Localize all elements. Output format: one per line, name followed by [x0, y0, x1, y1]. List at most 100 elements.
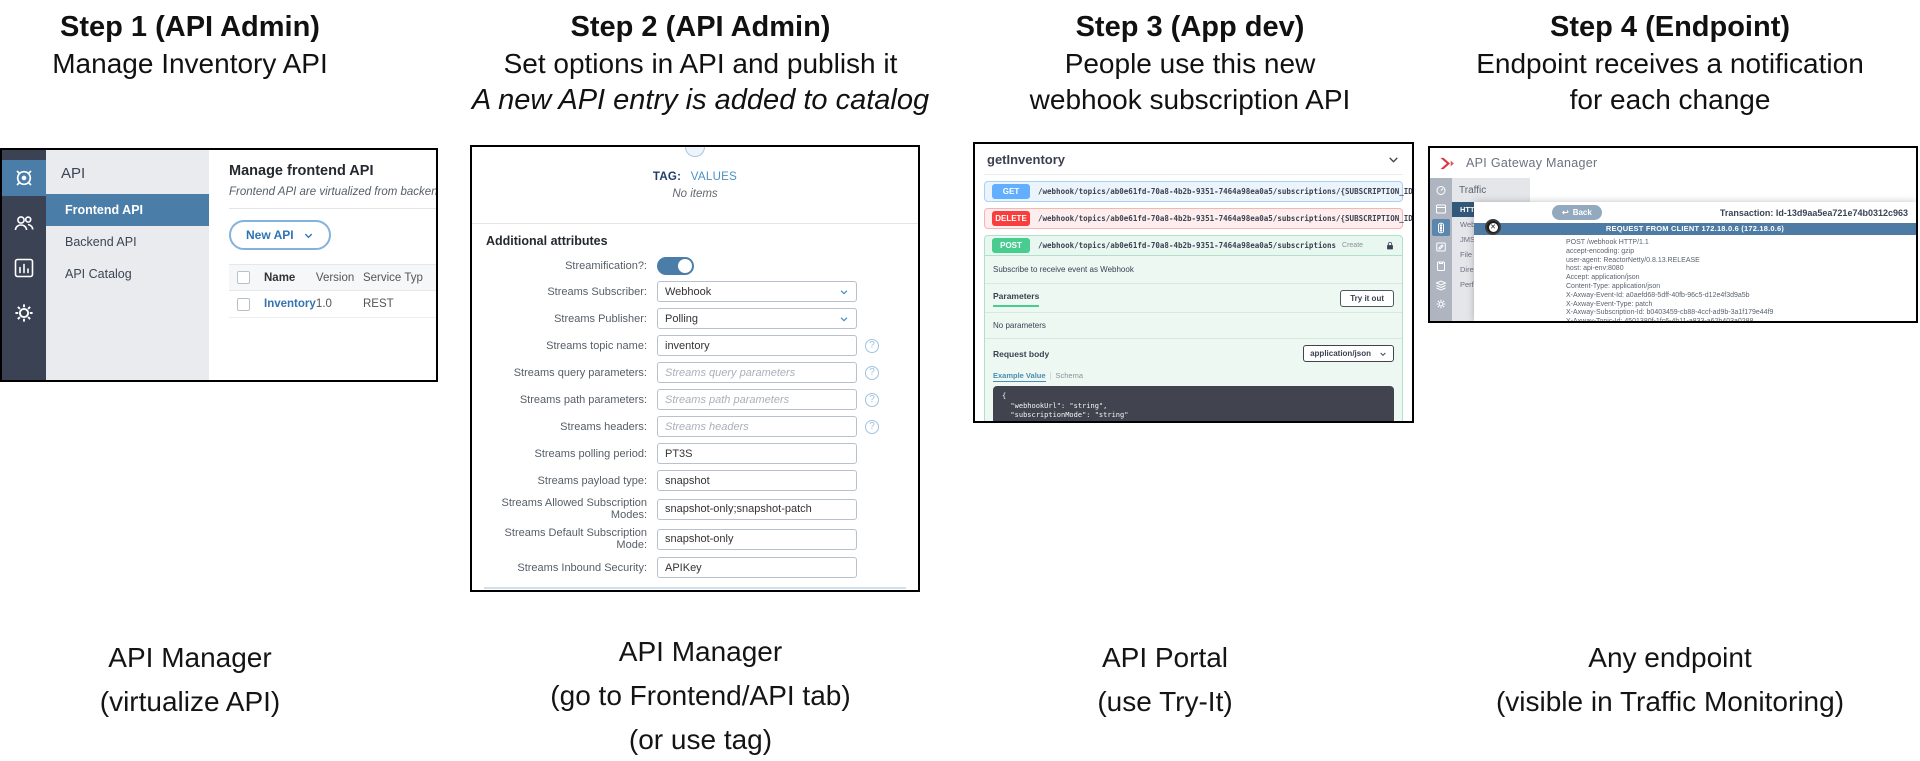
post-expanded-panel: Subscribe to receive event as Webhook Pa… — [984, 256, 1403, 421]
step1-heading: Step 1 (API Admin) Manage Inventory API — [15, 8, 365, 82]
streams-inbound-security-input[interactable] — [657, 557, 857, 578]
post-method-badge[interactable]: POST — [992, 238, 1030, 253]
streams-path-parameters-input[interactable] — [657, 389, 857, 410]
gear-icon[interactable] — [1432, 295, 1450, 312]
field-label: Streams payload type: — [537, 474, 647, 487]
help-icon[interactable]: ? — [865, 338, 879, 353]
endpoint-description: Subscribe to receive event as Webhook — [993, 265, 1134, 274]
new-api-button-label: New API — [246, 228, 294, 242]
popup-toolbar: ↩ Back Transaction: Id-13d9aa5ea721e74b0… — [1474, 202, 1916, 223]
example-tabs: Example Value|Schema — [985, 368, 1402, 382]
bottom-divider — [484, 587, 906, 589]
form-row-streamification: Streamification?: — [472, 257, 918, 275]
inventory-link[interactable]: Inventory — [264, 298, 316, 310]
edit-note-icon[interactable] — [1432, 238, 1450, 255]
col-service-type: Service Typ — [362, 271, 423, 284]
panel-item-jms[interactable]: JMS — [1460, 235, 1475, 244]
bar-chart-icon[interactable] — [2, 250, 46, 286]
row-version: 1.0 — [315, 298, 332, 310]
menu-item-api-catalog[interactable]: API Catalog — [65, 267, 132, 281]
dashboard-gauge-icon[interactable] — [1432, 181, 1450, 198]
streams-query-parameters-input[interactable] — [657, 362, 857, 383]
additional-attributes-title: Additional attributes — [486, 234, 608, 248]
panel-item-web[interactable]: Web — [1460, 220, 1476, 229]
tag-values-label[interactable]: VALUES — [690, 171, 738, 183]
schema-tab[interactable]: Schema — [1055, 371, 1083, 380]
cursor-cross: ✕ — [1488, 222, 1498, 232]
endpoint-delete[interactable]: DELETE /webhook/topics/ab0e61fd-70a8-4b2… — [984, 208, 1412, 229]
endpoint-post[interactable]: POST /webhook/topics/ab0e61fd-70a8-4b2b-… — [984, 235, 1403, 256]
field-label: Streams polling period: — [534, 447, 647, 460]
try-it-out-button[interactable]: Try it out — [1340, 289, 1394, 307]
lock-icon[interactable] — [1385, 241, 1395, 251]
chevron-down-icon — [840, 316, 848, 322]
back-button-label: Back — [1572, 208, 1592, 217]
api-options-screenshot: TAG: VALUES No items Additional attribut… — [470, 145, 920, 592]
field-label: Streams Publisher: — [554, 312, 647, 325]
content-type-select[interactable]: application/json — [1303, 345, 1394, 362]
chevron-down-icon — [1380, 352, 1386, 356]
example-value-tab[interactable]: Example Value — [993, 371, 1046, 382]
manager-side-menu: API Frontend API Backend API API Catalog — [46, 150, 209, 380]
form-row-allowed-modes: Streams Allowed Subscription Modes: — [472, 497, 918, 521]
select-all-checkbox[interactable] — [237, 271, 250, 284]
form-row-headers: Streams headers: ? — [472, 416, 918, 437]
http-line: accept-encoding: gzip — [1566, 247, 1635, 255]
streams-headers-input[interactable] — [657, 416, 857, 437]
window-icon[interactable] — [1432, 200, 1450, 217]
operation-header[interactable]: getInventory — [984, 148, 1403, 175]
traffic-light-icon[interactable] — [1432, 219, 1450, 236]
streams-payload-type-input[interactable] — [657, 470, 857, 491]
tab-separator: | — [1049, 371, 1052, 380]
streams-topic-name-input[interactable] — [657, 335, 857, 356]
step4-caption: Any endpoint (visible in Traffic Monitor… — [1425, 636, 1915, 724]
panel-item-directory[interactable]: Dire — [1460, 265, 1474, 274]
step2-heading: Step 2 (API Admin) Set options in API an… — [448, 8, 953, 119]
step2-note: A new API entry is added to catalog — [471, 84, 930, 116]
collapsed-avatar-bump — [685, 147, 705, 157]
target-icon[interactable] — [2, 160, 46, 196]
help-icon[interactable]: ? — [865, 365, 879, 380]
menu-item-frontend-api[interactable]: Frontend API — [46, 194, 209, 226]
delete-method-badge[interactable]: DELETE — [992, 211, 1030, 226]
form-row-publisher: Streams Publisher: Polling — [472, 308, 918, 329]
http-line: X-Axway-Subscription-Id: b0403459-cb88-4… — [1566, 309, 1774, 317]
new-api-button[interactable]: New API — [229, 220, 331, 250]
streamification-toggle[interactable] — [657, 257, 694, 275]
divider — [472, 223, 918, 224]
streams-polling-period-input[interactable] — [657, 443, 857, 464]
streams-publisher-select[interactable]: Polling — [657, 308, 857, 329]
menu-item-backend-api[interactable]: Backend API — [65, 235, 137, 249]
content-type-value: application/json — [1310, 349, 1371, 358]
step4-subtitle-line2: for each change — [1569, 84, 1771, 115]
field-label: Streams Allowed Subscription Modes: — [501, 497, 647, 521]
table-row: Inventory 1.0 REST — [229, 291, 436, 318]
clipboard-icon[interactable] — [1432, 257, 1450, 274]
help-icon[interactable]: ? — [865, 419, 879, 434]
back-button[interactable]: ↩ Back — [1552, 205, 1602, 220]
parameters-tab[interactable]: Parameters — [993, 289, 1040, 307]
request-body-row: Request body application/json — [985, 339, 1402, 368]
panel-item-file[interactable]: File — [1460, 250, 1473, 259]
row-service-type: REST — [362, 298, 394, 310]
panel-item-performance[interactable]: Perf — [1460, 280, 1474, 289]
help-icon[interactable]: ? — [865, 392, 879, 407]
transaction-detail-popup: ↩ Back Transaction: Id-13d9aa5ea721e74b0… — [1474, 202, 1916, 321]
http-line: host: api-env:8080 — [1566, 265, 1624, 273]
operation-title: getInventory — [987, 152, 1066, 167]
get-method-badge[interactable]: GET — [992, 184, 1030, 199]
streams-subscriber-select[interactable]: Webhook — [657, 281, 857, 302]
field-label: Streams query parameters: — [513, 366, 647, 379]
endpoint-get[interactable]: GET /webhook/topics/ab0e61fd-70a8-4b2b-9… — [984, 181, 1412, 202]
endpoint-action: Create — [1342, 242, 1364, 249]
api-manager-screenshot: API Frontend API Backend API API Catalog… — [0, 148, 438, 382]
streams-default-mode-input[interactable] — [657, 528, 857, 550]
users-icon[interactable] — [2, 205, 46, 241]
gateway-manager-screenshot: API Gateway Manager — [1428, 146, 1918, 323]
step3-subtitle-line2: webhook subscription API — [1029, 84, 1351, 115]
caption-line: API Manager — [618, 636, 783, 667]
gear-icon[interactable] — [2, 295, 46, 331]
row-checkbox[interactable] — [237, 297, 250, 311]
layers-icon[interactable] — [1432, 276, 1450, 293]
streams-allowed-modes-input[interactable] — [657, 498, 857, 520]
